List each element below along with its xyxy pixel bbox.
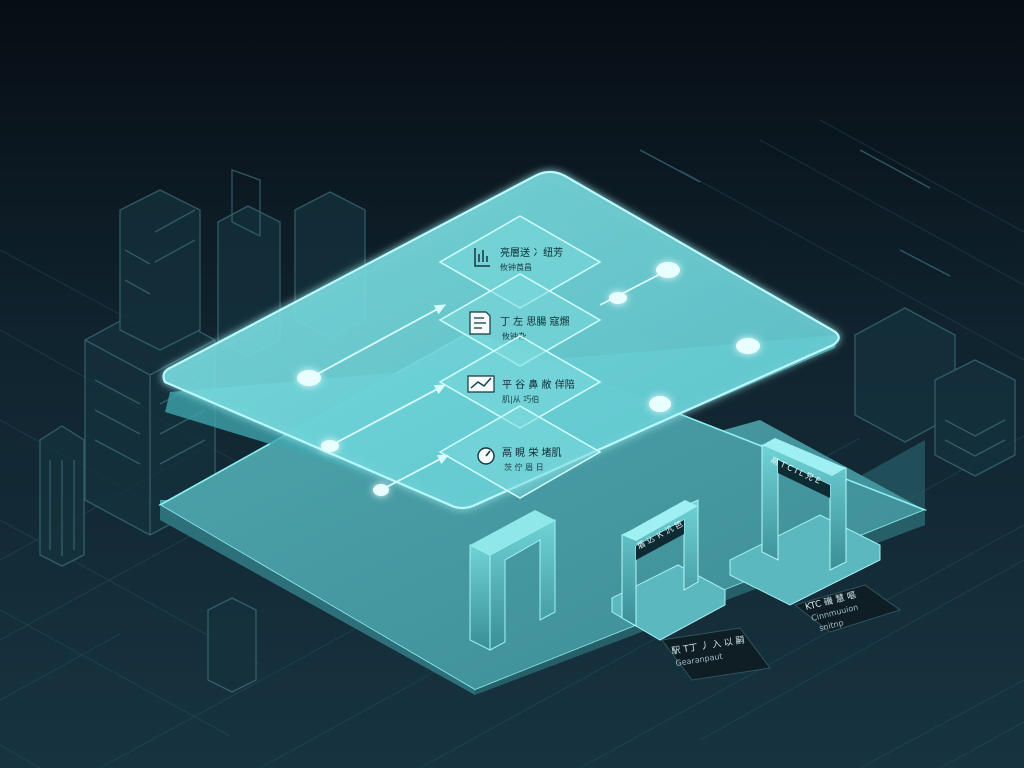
card-2: 丁 左 思腸 寇燳 攸钟旮 xyxy=(438,273,602,367)
flow-arrow-3 xyxy=(380,454,450,491)
trend-chart-icon xyxy=(467,375,495,393)
node-7 xyxy=(649,396,671,412)
node-5 xyxy=(656,262,680,278)
gate-right: 鬲 T C I L 兄 E xyxy=(729,438,881,606)
card-1-subtitle: 攸钟莨昌 xyxy=(500,262,532,272)
node-1 xyxy=(297,370,321,386)
node-3 xyxy=(373,484,389,496)
card-3-subtitle: 肌|从 巧伯 xyxy=(502,394,539,404)
node-2 xyxy=(321,440,339,452)
gate-left-plate: 駅 T丁 丿 入 以 嗣 Gearanpaut xyxy=(661,627,771,681)
gauge-icon xyxy=(477,447,495,465)
card-1-title: 亮層送 冫纽芳 xyxy=(500,246,563,259)
card-3-title: 平 谷 鼻 敝 佯陪 xyxy=(502,378,575,391)
gate-left: 盾 込 Ｋ 汎 笆 xyxy=(611,499,726,641)
card-4: 鬲 睍 栄 堵肌 茨 佇 眉 日 xyxy=(438,405,602,499)
document-icon xyxy=(469,311,491,335)
bar-chart-icon xyxy=(474,248,490,267)
node-4 xyxy=(609,292,627,304)
process-cards: 亮層送 冫纽芳 攸钟莨昌 丁 左 思腸 寇燳 攸钟旮 平 谷 鼻 敝 佯陪 肌|… xyxy=(438,215,602,499)
front-wall xyxy=(469,510,556,651)
card-2-subtitle: 攸钟旮 xyxy=(502,331,526,341)
flow-arrow-2 xyxy=(329,384,447,447)
card-3: 平 谷 鼻 敝 佯陪 肌|从 巧伯 xyxy=(438,335,602,429)
flow-arrow-1 xyxy=(309,304,447,379)
node-6 xyxy=(736,338,760,354)
card-4-title: 鬲 睍 栄 堵肌 xyxy=(502,446,562,459)
card-1: 亮層送 冫纽芳 攸钟莨昌 xyxy=(438,215,602,309)
card-2-title: 丁 左 思腸 寇燳 xyxy=(500,315,570,328)
flow-nodes xyxy=(297,262,760,496)
card-4-subtitle: 茨 佇 眉 日 xyxy=(504,462,544,472)
